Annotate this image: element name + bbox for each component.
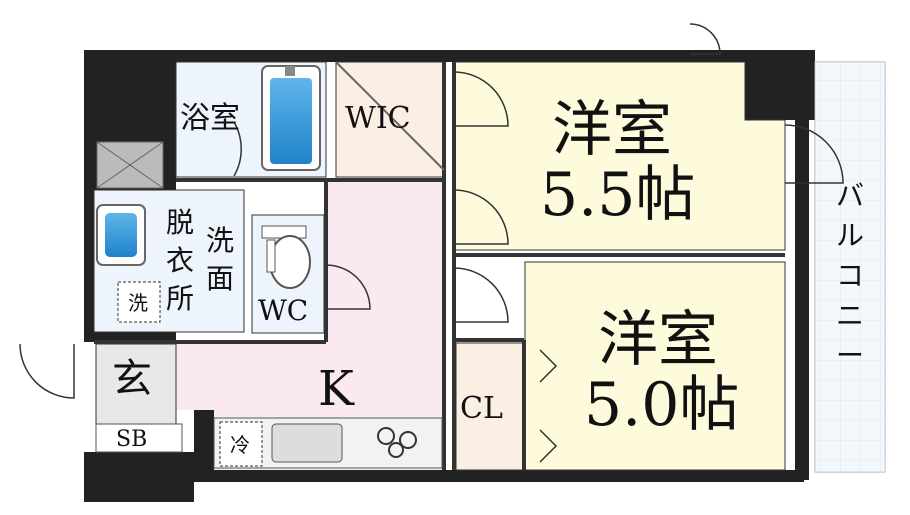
closet-floor [455,342,525,471]
western1-name: 洋室 [552,95,672,165]
wic-diagonal [335,61,445,171]
bath-label: 浴室 [180,101,240,136]
western1-size: 5.5帖 [540,160,695,230]
wc-label: WC [258,294,308,327]
kitchen-counter [213,417,443,469]
dressing-label-2: 衣 [166,244,194,277]
western2-size: 5.0帖 [584,370,739,440]
closet-label: CL [460,391,503,426]
kitchen-label: K [318,361,355,417]
balcony-label-1: バ [836,179,864,212]
washer-label: 洗 [128,291,148,315]
balcony-label-2: ル [836,219,864,252]
washer-box [117,281,161,323]
shoe-box-label: SB [116,427,147,452]
sink-basin [271,423,343,463]
kitchen-floor [176,180,444,470]
shaft-icon [96,141,164,189]
wash-label-2: 面 [206,262,234,295]
dressing-label-1: 脱 [166,206,194,239]
closet-doors [539,349,558,463]
stove-icon [377,427,417,458]
toilet-icon [261,225,311,289]
balcony-label-3: コ [836,259,864,292]
walls [84,50,815,502]
western2-name: 洋室 [598,305,718,375]
shoe-box [95,423,183,453]
balcony-label-4: ニ [836,299,864,332]
bedroom2-floor [524,261,786,471]
sink-icon [96,204,146,266]
dressing-label-3: 所 [166,282,194,315]
fridge-box [219,421,263,467]
entrance-label: 玄 [112,356,152,402]
wic-label: WIC [345,101,411,136]
fridge-label: 冷 [230,433,250,457]
entrance-floor [95,343,177,425]
door-swing-icon [19,23,844,399]
bathtub-icon [261,65,321,171]
wash-label-1: 洗 [206,224,234,257]
balcony-label-5: ー [836,339,864,372]
interior-walls [94,62,785,470]
